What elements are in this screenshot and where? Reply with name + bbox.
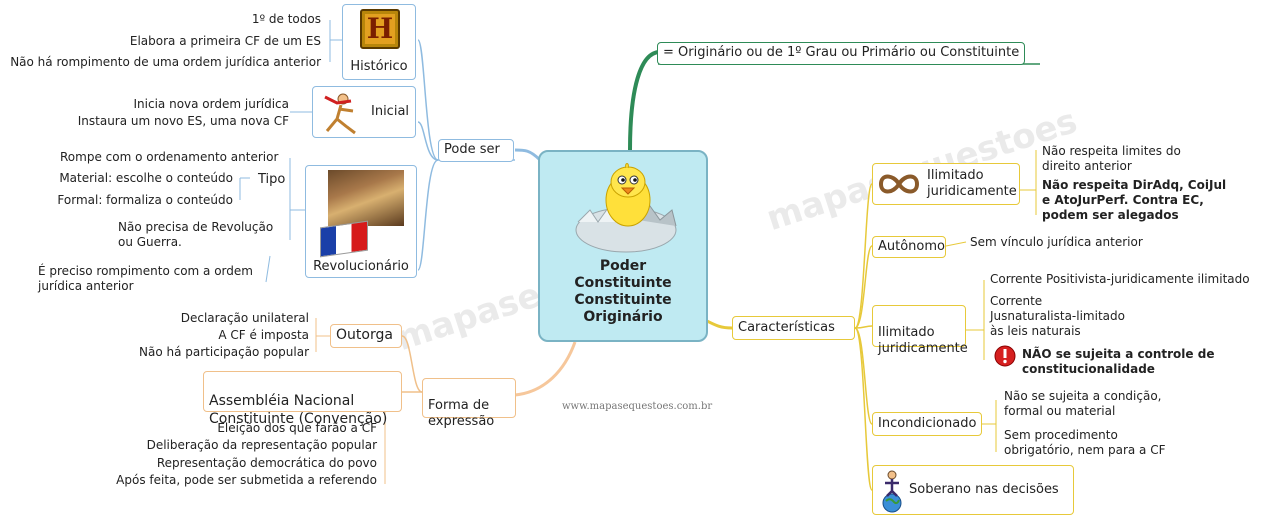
historico-label: Histórico [350,59,408,74]
forma-expressao-label: Forma de expressão [428,398,495,429]
outorga-item: Declaração unilateral [180,311,309,325]
revolucionario-preciso: É preciso rompimento com a ordem jurídic… [38,264,253,293]
ilimitado-positivista-node[interactable]: Ilimitado juridicamente [872,305,968,356]
ilimitado-note: Não respeita limites do direito anterior [1042,144,1181,173]
incondicionado-note: Sem procedimento obrigatório, nem para a… [1004,428,1166,457]
tipo-item: Formal: formaliza o conteúdo [57,193,233,207]
historico-detail: Não há rompimento de uma ordem jurídica … [10,55,321,69]
corrente-note: Corrente Positivista-juridicamente ilimi… [990,272,1250,286]
revolucionario-rompe: Rompe com o ordenamento anterior [60,150,279,164]
caracteristicas-label: Características [738,320,835,335]
incondicionado-node[interactable]: Incondicionado [872,412,982,436]
assembleia-item: Deliberação da representação popular [146,438,377,452]
runner-figure-icon [324,93,356,135]
infinity-icon [878,174,920,194]
pode-ser-node[interactable]: Pode ser [438,139,514,162]
historico-detail: Elabora a primeira CF de um ES [129,34,321,48]
historico-node[interactable]: H Histórico [342,4,416,80]
outorga-item: Não há participação popular [138,345,309,359]
liberty-painting-image [328,170,404,226]
inicial-detail: Inicia nova ordem jurídica [133,97,289,111]
ilimitado-label: Ilimitado juridicamente [927,168,1017,199]
outorga-item: A CF é imposta [218,328,309,342]
revolucionario-nao-precisa: Não precisa de Revolução ou Guerra. [118,220,274,249]
autonomo-note: Sem vínculo jurídica anterior [970,235,1143,249]
assembleia-item: Eleição dos que farão a CF [217,421,377,435]
revolucionario-label: Revolucionário [313,259,409,274]
originario-definition-label: = Originário ou de 1º Grau ou Primário o… [663,45,1020,60]
warning-note: NÃO se sujeita a controle de constitucio… [1022,347,1215,376]
inicial-node[interactable]: Inicial [312,86,416,138]
historico-detail: 1º de todos [251,12,321,26]
center-node[interactable]: Poder Constituinte Constituinte Originár… [538,150,708,342]
history-channel-logo: H [360,9,400,49]
site-url: www.mapasequestoes.com.br [562,401,713,412]
soberano-node[interactable]: Soberano nas decisões [872,465,1074,515]
assembleia-label: Assembléia Nacional Constituinte (Conven… [209,393,388,427]
revolucionario-node[interactable]: Revolucionário [305,165,417,278]
ilimitado-note-bold: Não respeita DirAdq, CoiJul e AtoJurPerf… [1042,178,1227,222]
forma-expressao-node[interactable]: Forma de expressão [422,378,516,429]
sovereign-globe-icon [882,470,902,513]
originario-definition-node[interactable]: = Originário ou de 1º Grau ou Primário o… [657,42,1026,65]
assembleia-item: Representação democrática do povo [156,456,377,470]
corrente-note: Corrente Jusnaturalista-limitado às leis… [990,294,1125,338]
autonomo-label: Autônomo [878,239,945,254]
incondicionado-label: Incondicionado [878,416,977,431]
inicial-label: Inicial [371,104,410,119]
outorga-node[interactable]: Outorga [330,324,402,348]
exclamation-warning-icon [994,345,1016,367]
center-label: Poder Constituinte Constituinte Originár… [574,258,672,325]
outorga-label: Outorga [336,327,393,343]
tipo-label: Tipo [258,172,286,187]
caracteristicas-node[interactable]: Características [732,316,855,340]
assembleia-item: Após feita, pode ser submetida a referen… [116,473,377,487]
tipo-item: Material: escolhe o conteúdo [59,171,233,185]
pode-ser-label: Pode ser [444,142,500,157]
autonomo-node[interactable]: Autônomo [872,236,946,258]
inicial-detail: Instaura um novo ES, uma nova CF [77,114,289,128]
incondicionado-note: Não se sujeita a condição, formal ou mat… [1004,389,1162,418]
ilimitado-node[interactable]: Ilimitado juridicamente [872,163,1020,205]
ilimitado-positivista-label: Ilimitado juridicamente [878,325,968,356]
chick-hatching-icon [575,163,677,253]
soberano-label: Soberano nas decisões [909,482,1059,497]
french-flag-icon [320,220,368,258]
assembleia-node[interactable]: Assembléia Nacional Constituinte (Conven… [203,371,402,427]
